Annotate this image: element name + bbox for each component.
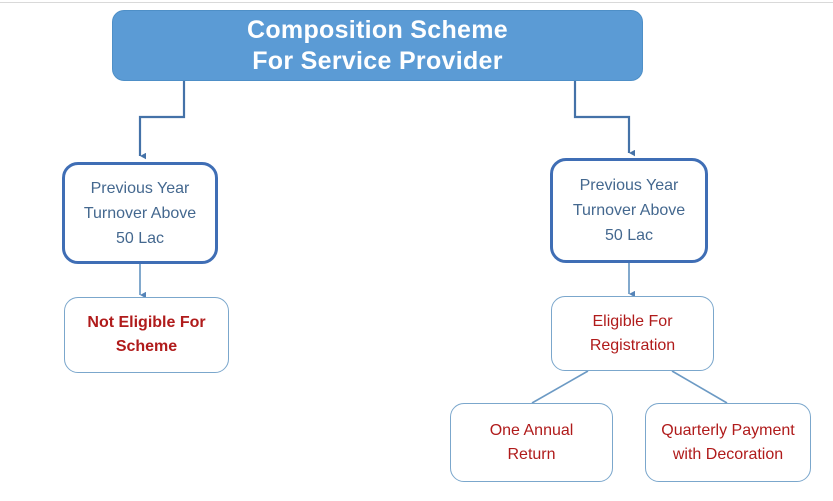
connector-title-to-right-decision — [573, 80, 635, 157]
node-composition-scheme-title[interactable]: Composition Scheme For Service Provider — [112, 10, 643, 81]
scan-artifact-line — [0, 2, 833, 3]
node-label: One Annual Return — [489, 421, 574, 463]
node-quarterly-payment-with-decoration[interactable]: Quarterly Payment with Decoration — [645, 403, 811, 482]
node-not-eligible-for-scheme[interactable]: Not Eligible For Scheme — [64, 297, 229, 373]
node-label: Composition Scheme For Service Provider — [247, 15, 508, 75]
node-label: Not Eligible For Scheme — [87, 314, 206, 355]
node-label: Eligible For Registration — [589, 312, 676, 354]
node-one-annual-return[interactable]: One Annual Return — [450, 403, 613, 482]
node-label: Quarterly Payment with Decoration — [661, 421, 795, 463]
node-right-previous-year-turnover[interactable]: Previous Year Turnover Above 50 Lac — [550, 158, 708, 263]
node-eligible-for-registration[interactable]: Eligible For Registration — [551, 296, 714, 371]
connector-eligible-to-quarterly-payment — [671, 370, 728, 404]
node-label: Previous Year Turnover Above 50 Lac — [572, 177, 686, 244]
connector-title-to-left-decision — [138, 80, 186, 160]
connector-eligible-to-one-annual-return — [531, 370, 589, 404]
node-left-previous-year-turnover[interactable]: Previous Year Turnover Above 50 Lac — [62, 162, 218, 264]
node-label: Previous Year Turnover Above 50 Lac — [83, 179, 197, 247]
